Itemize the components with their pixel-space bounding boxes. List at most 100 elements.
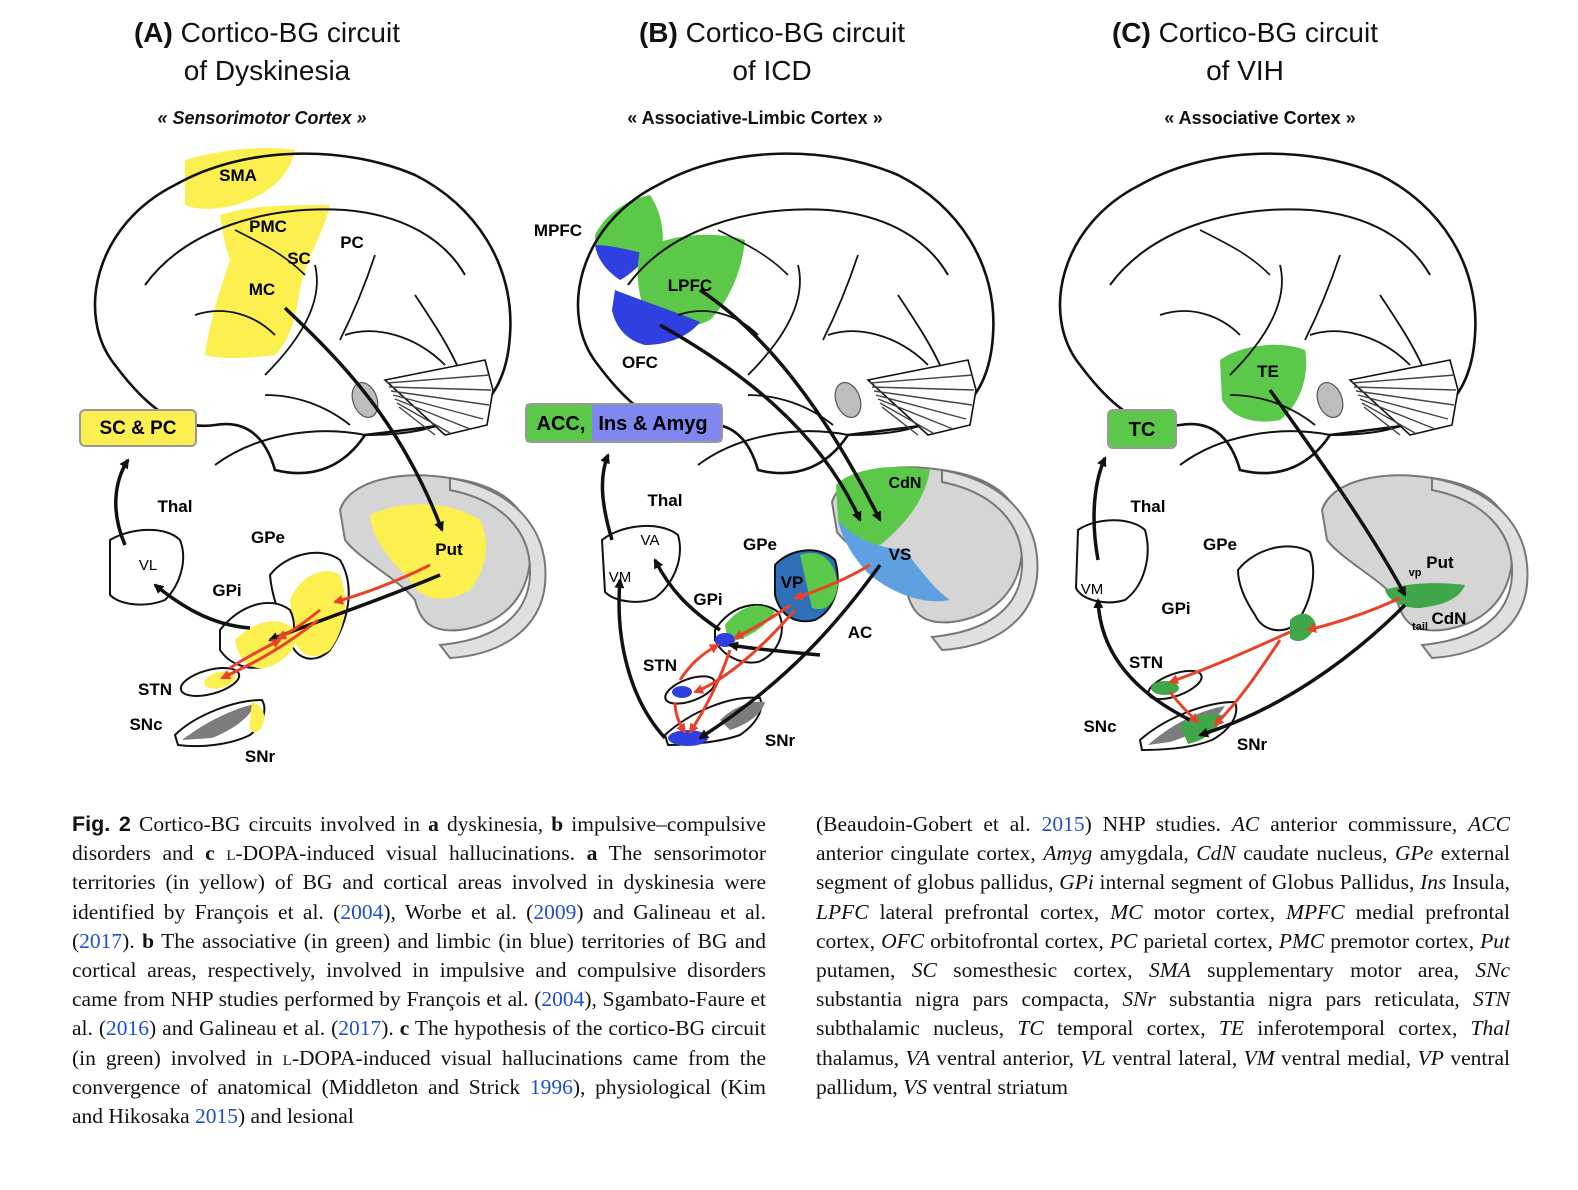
- label-ofc: OFC: [622, 353, 658, 372]
- label-gpe-a: GPe: [251, 528, 285, 547]
- arrow-vs-to-gpi: [728, 641, 821, 657]
- label-put-a: Put: [435, 540, 463, 559]
- abbreviation-definition: anterior cingulate cortex,: [816, 841, 1044, 866]
- ofc-region: [612, 290, 700, 345]
- caption-text: [215, 841, 227, 865]
- abbreviation-term: SMA: [1148, 958, 1191, 983]
- diagram-svg: SC & PC SMA PMC SC PC MC Thal VL GPe GPi…: [79, 148, 1529, 766]
- arrow-ofc-to-vs: [659, 323, 862, 522]
- label-snc-c: SNc: [1083, 717, 1116, 736]
- caption-panel-ref: c: [205, 841, 215, 866]
- abbreviation-definition: ventral pallidum,: [816, 1045, 1511, 1099]
- stn-b-blue: [672, 686, 692, 698]
- panel-c-diagram: TC TE Thal VM GPe GPi vp Put tail CdN ST…: [1058, 152, 1529, 754]
- abbreviation-term: GPe: [1395, 841, 1434, 866]
- citation-link[interactable]: 1996: [529, 1074, 573, 1099]
- label-sc: SC: [287, 249, 311, 268]
- sma-region: [185, 148, 295, 209]
- abbreviation-definition: ventral lateral,: [1105, 1045, 1244, 1070]
- label-pc: PC: [340, 233, 364, 252]
- abbreviation-definition: substantia nigra pars reticulata,: [1155, 987, 1473, 1012]
- caption-text: impulsive–compulsive disorders and: [72, 812, 766, 866]
- box-tc-label: TC: [1129, 419, 1156, 441]
- abbreviation-definition: premotor cortex,: [1324, 928, 1481, 953]
- label-ac: AC: [848, 623, 873, 642]
- label-put-c: Put: [1426, 553, 1454, 572]
- red-arrow-gpe-to-stn: [1168, 630, 1291, 685]
- red-arrow-put-to-gpe: [333, 563, 431, 605]
- abbreviation-definition: lateral prefrontal cortex,: [868, 899, 1111, 924]
- box-acc-ins-amyg: [525, 403, 723, 443]
- citation-link[interactable]: 2016: [106, 1016, 150, 1041]
- label-vp: VP: [781, 573, 804, 592]
- panel-b-diagram: ACC, Ins & Amyg MPFC LPFC OFC Thal VA VM…: [525, 152, 1039, 750]
- label-gpi-a: GPi: [212, 581, 241, 600]
- caption-text: ), Worbe et al. (: [383, 899, 534, 924]
- box-acc-label: ACC,: [537, 413, 586, 435]
- abbreviation-term: Put: [1480, 928, 1511, 953]
- box-ins-amyg-blue: [592, 404, 722, 442]
- citation-link[interactable]: 2017: [79, 928, 123, 953]
- snr-b-blue: [668, 730, 708, 746]
- box-sc-pc-label: SC & PC: [99, 418, 176, 439]
- citation-link[interactable]: 2015: [1041, 812, 1085, 836]
- red-arrow-gpe-to-snr: [1213, 639, 1282, 727]
- abbreviation-term: SC: [911, 958, 937, 983]
- arrow-lpfc-to-cdn: [699, 288, 882, 522]
- label-thal-c: Thal: [1131, 497, 1166, 516]
- abbreviation-term: AC: [1231, 812, 1260, 836]
- arrow-snr-to-vm: [614, 578, 667, 740]
- citation-link[interactable]: 2004: [340, 899, 384, 924]
- caption-small-caps: l: [282, 1045, 292, 1070]
- red-arrow-stn-to-gpi: [229, 638, 282, 670]
- arrow-thal-to-box-b: [600, 453, 614, 541]
- abbreviation-definition: supplementary motor area,: [1190, 958, 1476, 983]
- caption-panel-ref: b: [142, 928, 155, 953]
- abbreviation-definition: substantia nigra pars compacta,: [816, 987, 1123, 1012]
- arrow-snr-to-vm: [1093, 598, 1191, 722]
- label-vm-b: VM: [609, 569, 632, 586]
- citation-link[interactable]: 2015: [195, 1104, 238, 1129]
- abbreviation-definition: ventral medial,: [1274, 1045, 1418, 1070]
- citation-link[interactable]: 2004: [541, 987, 585, 1012]
- citation-link[interactable]: 2017: [338, 1016, 382, 1041]
- caption-right-column: (Beaudoin-Gobert et al. 2015) NHP studie…: [816, 810, 1510, 1102]
- mpfc-blue: [595, 245, 650, 280]
- red-arrow-stn-to-snr: [673, 701, 687, 734]
- label-snr-a: SNr: [245, 747, 276, 766]
- motor-cortex-region: [205, 205, 330, 359]
- label-va: VA: [641, 532, 660, 549]
- label-gpi-c: GPi: [1161, 599, 1190, 618]
- abbreviation-definition: ventral striatum: [927, 1074, 1068, 1099]
- label-vp-sub: vp: [1409, 567, 1422, 579]
- panel-a-tag: (A): [133, 17, 173, 48]
- abbreviation-term: VL: [1080, 1045, 1106, 1070]
- abbreviation-definition: medial prefrontal cortex,: [816, 899, 1510, 953]
- abbreviation-term: TE: [1218, 1016, 1245, 1041]
- abbreviation-term: VM: [1243, 1045, 1275, 1070]
- label-vl: VL: [139, 557, 157, 574]
- arrow-gpi-to-thal: [153, 583, 251, 630]
- panel-b-title: (B) Cortico-BG circuit of ICD: [562, 14, 982, 90]
- label-vm-c: VM: [1081, 581, 1104, 598]
- abbreviation-term: PC: [1109, 928, 1138, 953]
- citation-link[interactable]: 2009: [533, 899, 577, 924]
- abbreviation-term: ACC: [1468, 812, 1510, 836]
- arrow-vs-to-snr: [698, 563, 882, 740]
- abbreviation-term: LPFC: [816, 899, 869, 924]
- red-arrow-vp-to-gpi: [733, 603, 791, 640]
- stn-c-green: [1151, 681, 1179, 695]
- red-arrow-gpe-to-gpi: [276, 608, 321, 640]
- red-arrow-gpi-to-snr: [688, 649, 732, 734]
- red-arrow-gpe-to-stn: [220, 618, 319, 680]
- caption-panel-ref: c: [399, 1016, 410, 1041]
- abbreviation-definition: parietal cortex,: [1137, 928, 1279, 953]
- panel-a-diagram: SC & PC SMA PMC SC PC MC Thal VL GPe GPi…: [79, 148, 547, 766]
- abbreviation-definition: subthalamic nucleus,: [816, 1016, 1018, 1041]
- arrow-thal-to-box-c: [1092, 456, 1107, 561]
- abbreviation-definition: ventral anterior,: [930, 1045, 1081, 1070]
- caption-panel-ref: a: [586, 841, 598, 866]
- label-vs: VS: [889, 545, 912, 564]
- abbreviation-term: GPi: [1059, 870, 1094, 895]
- panel-a-title-line2: of Dyskinesia: [183, 55, 351, 86]
